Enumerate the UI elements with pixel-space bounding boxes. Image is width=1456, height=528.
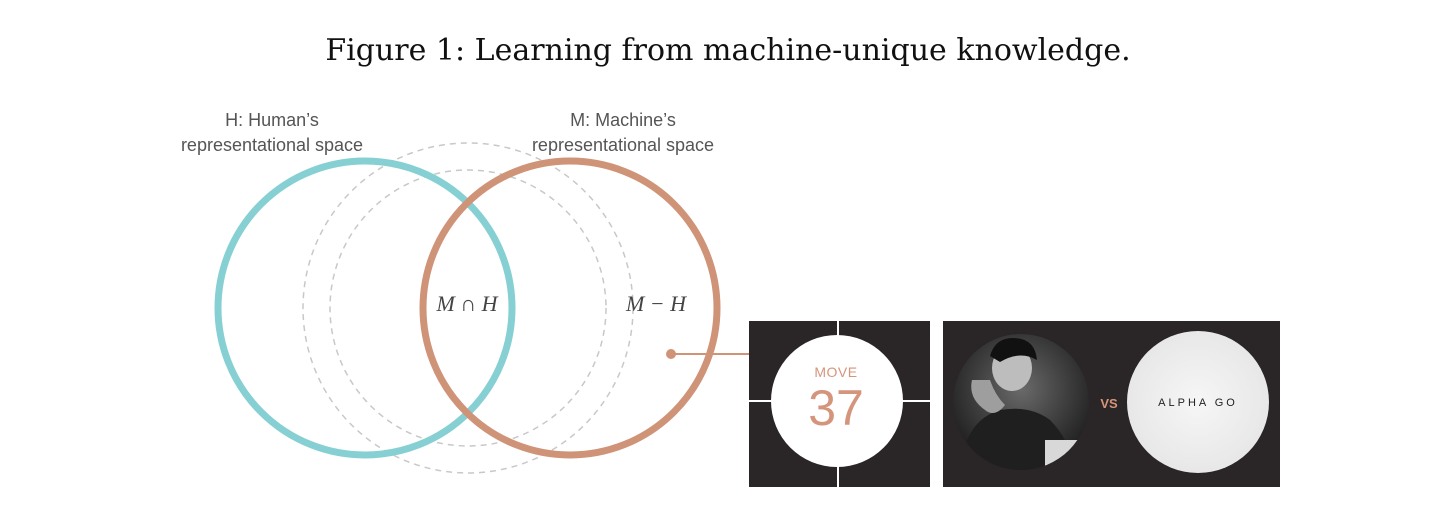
move-card-disc bbox=[771, 335, 903, 467]
intersection-label: M ∩ H bbox=[435, 291, 498, 316]
difference-label: M − H bbox=[625, 291, 687, 316]
move-number: 37 bbox=[808, 380, 864, 436]
alpha-go-label: ALPHA GO bbox=[1158, 397, 1238, 409]
human-space-label-line1: H: Human’s bbox=[225, 110, 319, 130]
move-label: MOVE bbox=[814, 364, 857, 380]
dashed-circle-right bbox=[302, 142, 634, 474]
connector-dot bbox=[666, 349, 676, 359]
human-space-label-line2: representational space bbox=[181, 135, 363, 155]
machine-space-label-line1: M: Machine’s bbox=[570, 110, 676, 130]
vs-label: VS bbox=[1100, 396, 1118, 411]
human-space-circle bbox=[214, 157, 516, 459]
move-37-card: MOVE 37 bbox=[749, 321, 930, 487]
figure-title: Figure 1: Learning from machine-unique k… bbox=[325, 33, 1130, 68]
versus-card: VS ALPHA GO bbox=[943, 321, 1280, 487]
venn-diagram: H: Human’s representational space M: Mac… bbox=[181, 110, 752, 474]
machine-space-circle bbox=[419, 157, 721, 459]
machine-space-label-line2: representational space bbox=[532, 135, 714, 155]
alpha-go-disc bbox=[1127, 331, 1269, 473]
dashed-circle-left bbox=[329, 169, 607, 447]
player-photo bbox=[953, 334, 1089, 470]
